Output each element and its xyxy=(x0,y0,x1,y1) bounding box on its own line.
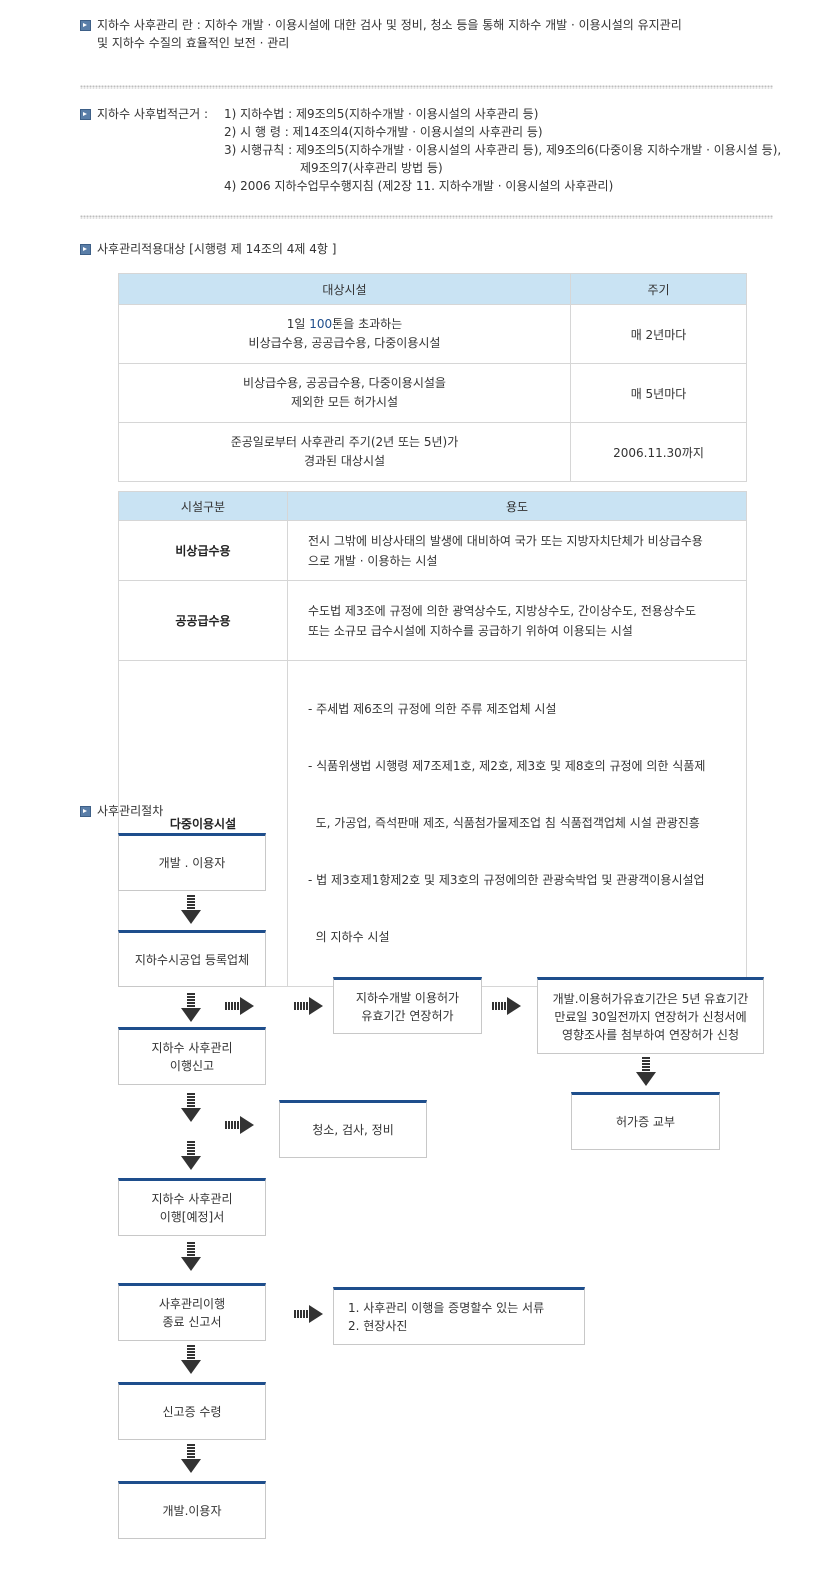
flow-box-developer-final: 개발.이용자 xyxy=(118,1481,266,1539)
cell-text: 제외한 모든 허가시설 xyxy=(291,395,398,409)
table-header: 시설구분 xyxy=(118,491,288,521)
arrow-down-icon xyxy=(181,1444,201,1473)
facility-name: 비상급수용 xyxy=(118,520,288,581)
legal-item: 4) 2006 지하수업무수행지침 (제2장 11. 지하수개발 · 이용시설의… xyxy=(224,179,614,193)
cell-text: 수도법 제3조에 규정에 의한 광역상수도, 지방상수도, 간이상수도, 전용상… xyxy=(308,603,697,618)
cell-text: 도, 가공업, 즉석판매 제조, 식품첨가물제조업 침 식품접객업체 시설 관광… xyxy=(308,816,700,830)
cell-text: 1일 xyxy=(286,317,310,331)
divider xyxy=(80,215,773,219)
table-row: 비상급수용 전시 그밖에 비상사태의 발생에 대비하여 국가 또는 지방자치단체… xyxy=(118,520,747,581)
cell-text: 톤을 초과하는 xyxy=(332,317,403,331)
flow-box-documents: 1. 사후관리 이행을 증명할수 있는 서류 2. 현장사진 xyxy=(333,1287,585,1345)
intro-line1: 지하수 사후관리 란 : 지하수 개발 · 이용시설에 대한 검사 및 정비, … xyxy=(97,18,682,32)
bullet-icon xyxy=(80,20,91,31)
cell-highlight: 100 xyxy=(309,317,333,331)
flow-box-cleaning: 청소, 검사, 정비 xyxy=(279,1100,427,1158)
table-row: 준공일로부터 사후관리 주기(2년 또는 5년)가 경과된 대상시설 2006.… xyxy=(118,422,747,482)
cell-text: 준공일로부터 사후관리 주기(2년 또는 5년)가 xyxy=(230,435,459,449)
legal-item: 제9조의7(사후관리 방법 등) xyxy=(300,161,443,175)
table-cell: 매 5년마다 xyxy=(570,363,747,423)
arrow-down-icon xyxy=(181,1345,201,1374)
arrow-right-icon xyxy=(294,997,323,1015)
table-header-row: 대상시설 주기 xyxy=(118,273,747,305)
cell-text: 비상급수용, 공공급수용, 다중이용시설을 xyxy=(243,376,446,390)
arrow-down-icon xyxy=(181,1141,201,1170)
arrow-down-icon xyxy=(181,895,201,924)
facility-name: 공공급수용 xyxy=(118,580,288,661)
cell-text: - 법 제3호제1항제2호 및 제3호의 규정에의한 관광숙박업 및 관광객이용… xyxy=(308,873,705,887)
table-header: 주기 xyxy=(570,273,747,305)
arrow-down-icon xyxy=(181,1242,201,1271)
target-table: 대상시설 주기 1일 100톤을 초과하는 비상급수용, 공공급수용, 다중이용… xyxy=(118,273,747,482)
legal-label: 지하수 사후법적근거 : xyxy=(97,107,209,121)
arrow-right-icon xyxy=(492,997,521,1015)
table-cell: 2006.11.30까지 xyxy=(570,422,747,482)
target-heading: 사후관리적용대상 [시행령 제 14조의 4제 4항 ] xyxy=(97,242,337,256)
flow-box-completion: 사후관리이행 종료 신고서 xyxy=(118,1283,266,1341)
legal-item: 1) 지하수법 : 제9조의5(지하수개발 · 이용시설의 사후관리 등) xyxy=(224,107,539,121)
legal-item: 3) 시행규칙 : 제9조의5(지하수개발 · 이용시설의 사후관리 등), 제… xyxy=(224,143,782,157)
cell-text: 경과된 대상시설 xyxy=(303,454,386,468)
procedure-heading: 사후관리절차 xyxy=(97,804,164,818)
arrow-down-icon xyxy=(636,1057,656,1086)
legal-item: 2) 시 행 령 : 제14조의4(지하수개발 · 이용시설의 사후관리 등) xyxy=(224,125,543,139)
intro-line2: 및 지하수 수질의 효율적인 보전 · 관리 xyxy=(97,36,290,50)
flow-box-developer: 개발 . 이용자 xyxy=(118,833,266,891)
table-row: 공공급수용 수도법 제3조에 규정에 의한 광역상수도, 지방상수도, 간이상수… xyxy=(118,580,747,661)
divider xyxy=(80,85,773,89)
table-row: 비상급수용, 공공급수용, 다중이용시설을 제외한 모든 허가시설 매 5년마다 xyxy=(118,363,747,423)
arrow-right-icon xyxy=(225,1116,254,1134)
table-cell: 매 2년마다 xyxy=(570,304,747,364)
flow-box-text: 1. 사후관리 이행을 증명할수 있는 서류 2. 현장사진 xyxy=(348,1301,545,1333)
flow-box-extension: 지하수개발 이용허가 유효기간 연장허가 xyxy=(333,977,482,1034)
cell-text: - 식품위생법 시행령 제7조제1호, 제2호, 제3호 및 제8호의 규정에 … xyxy=(308,759,706,773)
arrow-right-icon xyxy=(225,997,254,1015)
flow-box-receipt: 신고증 수령 xyxy=(118,1382,266,1440)
table-cell: 전시 그밖에 비상사태의 발생에 대비하여 국가 또는 지방자치단체가 비상급수… xyxy=(287,520,747,581)
table-cell: 준공일로부터 사후관리 주기(2년 또는 5년)가 경과된 대상시설 xyxy=(118,422,571,482)
arrow-right-icon xyxy=(294,1305,323,1323)
table-cell: 비상급수용, 공공급수용, 다중이용시설을 제외한 모든 허가시설 xyxy=(118,363,571,423)
table-cell: - 주세법 제6조의 규정에 의한 주류 제조업체 시설 - 식품위생법 시행령… xyxy=(287,660,747,987)
flow-box-report: 지하수 사후관리 이행신고 xyxy=(118,1027,266,1085)
flow-box-plan: 지하수 사후관리 이행[예정]서 xyxy=(118,1178,266,1236)
facility-table: 시설구분 용도 비상급수용 전시 그밖에 비상사태의 발생에 대비하여 국가 또… xyxy=(118,491,747,987)
arrow-down-icon xyxy=(181,1093,201,1122)
flow-box-permit: 허가증 교부 xyxy=(571,1092,720,1150)
bullet-icon xyxy=(80,109,91,120)
cell-text: 의 지하수 시설 xyxy=(308,930,390,944)
cell-text: - 주세법 제6조의 규정에 의한 주류 제조업체 시설 xyxy=(308,702,557,716)
table-row: 1일 100톤을 초과하는 비상급수용, 공공급수용, 다중이용시설 매 2년마… xyxy=(118,304,747,364)
cell-text: 또는 소규모 급수시설에 지하수를 공급하기 위하여 이용되는 시설 xyxy=(308,623,633,638)
table-header-row: 시설구분 용도 xyxy=(118,491,747,521)
cell-text: 전시 그밖에 비상사태의 발생에 대비하여 국가 또는 지방자치단체가 비상급수… xyxy=(308,533,703,548)
arrow-down-icon xyxy=(181,993,201,1022)
flow-box-extension-info: 개발.이용허가유효기간은 5년 유효기간 만료일 30일전까지 연장허가 신청서… xyxy=(537,977,764,1054)
flow-box-contractor: 지하수시공업 등록업체 xyxy=(118,930,266,987)
bullet-icon xyxy=(80,244,91,255)
table-header: 대상시설 xyxy=(118,273,571,305)
table-header: 용도 xyxy=(287,491,747,521)
table-cell: 1일 100톤을 초과하는 비상급수용, 공공급수용, 다중이용시설 xyxy=(118,304,571,364)
table-cell: 수도법 제3조에 규정에 의한 광역상수도, 지방상수도, 간이상수도, 전용상… xyxy=(287,580,747,661)
cell-text: 으로 개발 · 이용하는 시설 xyxy=(308,553,438,568)
bullet-icon xyxy=(80,806,91,817)
cell-text: 비상급수용, 공공급수용, 다중이용시설 xyxy=(248,336,441,350)
